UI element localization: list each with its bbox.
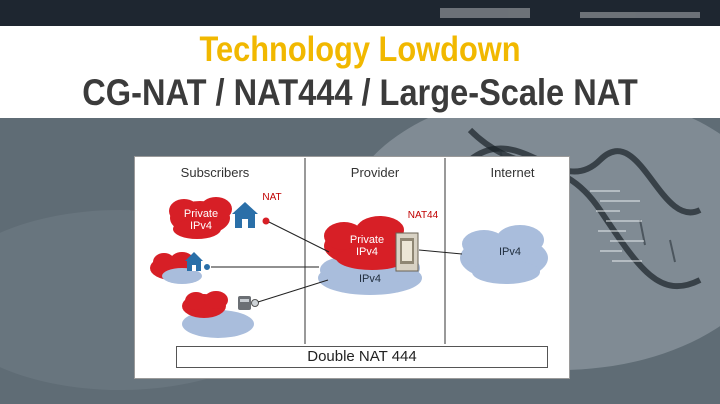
subscriber-cloud-label: Private IPv4 (183, 208, 219, 232)
internet-cloud (460, 225, 548, 284)
column-header-internet: Internet (490, 165, 535, 180)
provider-public-label: IPv4 (358, 273, 381, 285)
subscriber-cloud-3 (182, 291, 254, 338)
provider-private-cloud (324, 216, 408, 270)
column-header-subscribers: Subscribers (180, 165, 250, 180)
internet-cloud-label: IPv4 (498, 246, 521, 258)
title-banner (0, 26, 720, 118)
house-router-icon (232, 202, 270, 228)
provider-private-label: Private IPv4 (349, 234, 385, 258)
subscriber-cloud-2 (150, 252, 202, 284)
nat-device-icon (395, 232, 419, 272)
provider-nat-label: NAT44 (407, 210, 439, 221)
subscriber-private-cloud (169, 197, 232, 239)
server-icon (238, 296, 259, 310)
title-heading: Technology Lowdown (199, 30, 521, 69)
link-line (257, 279, 329, 303)
link-line (418, 249, 463, 255)
subscriber-nat-label: NAT (262, 192, 282, 203)
link-line (268, 221, 330, 253)
house-router-icon (185, 252, 211, 271)
diagram-caption: Double NAT 444 (176, 346, 548, 368)
column-header-provider: Provider (350, 165, 400, 180)
network-diagram (150, 158, 548, 344)
title-subheading: CG-NAT / NAT444 / Large-Scale NAT (82, 72, 638, 113)
